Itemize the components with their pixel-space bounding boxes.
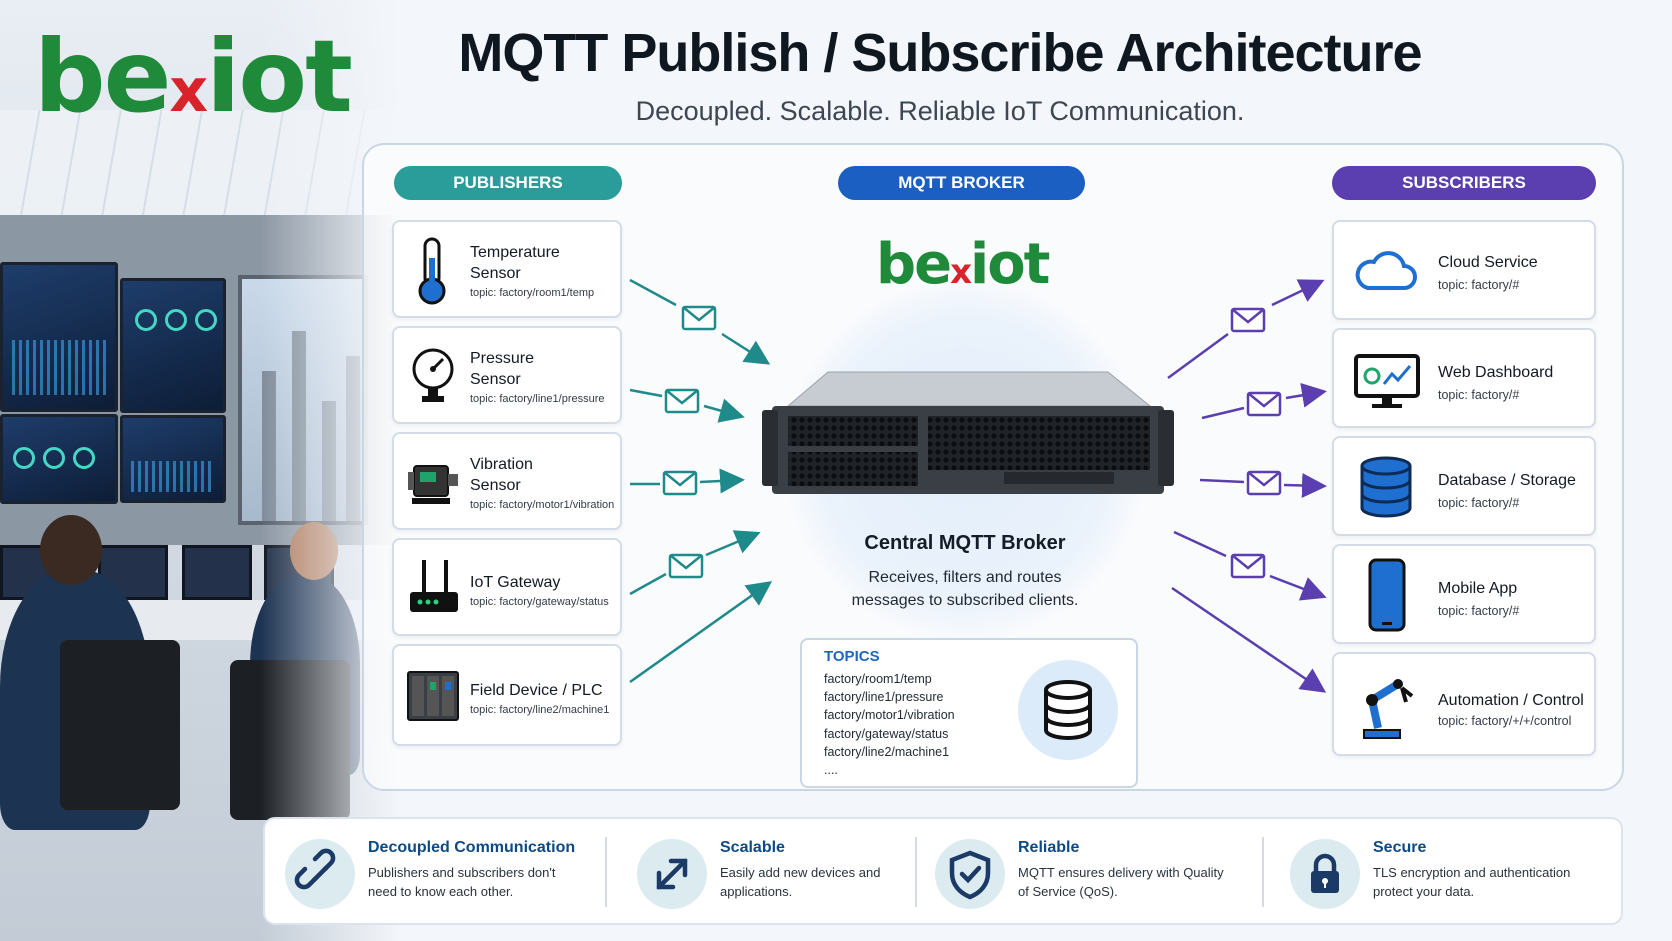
page-subtitle: Decoupled. Scalable. Reliable IoT Commun… xyxy=(635,96,1245,126)
phone-icon xyxy=(1368,558,1406,632)
topics-heading: TOPICS xyxy=(824,648,880,665)
control-room-illustration xyxy=(0,0,400,941)
topics-list: factory/room1/temp factory/line1/pressur… xyxy=(824,670,955,779)
divider xyxy=(1262,837,1264,907)
wall-screen xyxy=(120,415,226,503)
logo-text: b xyxy=(34,18,106,135)
topic-item: factory/line1/pressure xyxy=(824,690,944,705)
topic-item: factory/gateway/status xyxy=(824,726,949,741)
features-bar: Decoupled Communication Publishers and s… xyxy=(263,817,1623,925)
office-chair xyxy=(60,640,180,810)
thermometer-icon xyxy=(418,237,446,305)
topics-panel: TOPICS factory/room1/temp factory/line1/… xyxy=(800,638,1138,788)
feature-decoupled: Decoupled Communication Publishers and s… xyxy=(265,819,605,927)
subscriber-card-dashboard[interactable]: Web Dashboard topic: factory/# xyxy=(1332,328,1596,428)
lock-icon xyxy=(1311,853,1339,893)
monitor-icon xyxy=(1354,354,1420,408)
topic-item: factory/room1/temp xyxy=(824,672,932,686)
page-title: MQTT Publish / Subscribe Architecture xyxy=(458,23,1422,83)
topic-item: .... xyxy=(824,763,838,778)
shield-icon xyxy=(949,850,991,900)
wall-screen xyxy=(0,262,118,412)
subscribers-header: SUBSCRIBERS xyxy=(1332,166,1596,200)
divider xyxy=(605,837,607,907)
broker-bexiot-logo: bexiot xyxy=(876,232,1050,297)
bexiot-logo: bexiot xyxy=(34,18,353,135)
publisher-card-plc[interactable]: Field Device / PLC topic: factory/line2/… xyxy=(392,644,622,746)
server-rack-icon xyxy=(762,371,1174,494)
gauge-icon xyxy=(412,348,454,402)
robot-arm-icon xyxy=(1363,679,1414,739)
divider xyxy=(915,837,917,907)
operator-head xyxy=(40,515,102,585)
topics-database-icon xyxy=(1018,660,1118,760)
feature-reliable: Reliable MQTT ensures delivery with Qual… xyxy=(915,819,1255,927)
subscriber-card-mobile[interactable]: Mobile App topic: factory/# xyxy=(1332,544,1596,644)
link-icon xyxy=(294,848,336,890)
desk-monitor xyxy=(182,545,252,600)
wall-screen xyxy=(0,414,118,504)
broker-header: MQTT BROKER xyxy=(838,166,1085,200)
motor-icon xyxy=(408,465,458,504)
database-icon xyxy=(1360,456,1412,518)
plc-icon xyxy=(407,671,459,721)
expand-arrow-icon xyxy=(656,858,688,890)
publishers-header: PUBLISHERS xyxy=(394,166,622,200)
cloud-icon xyxy=(1355,251,1417,290)
router-icon xyxy=(410,560,458,612)
subscriber-card-database[interactable]: Database / Storage topic: factory/# xyxy=(1332,436,1596,536)
subscriber-card-automation[interactable]: Automation / Control topic: factory/+/+/… xyxy=(1332,652,1596,756)
publisher-card-gateway[interactable]: IoT Gateway topic: factory/gateway/statu… xyxy=(392,538,622,636)
subscriber-card-cloud[interactable]: Cloud Service topic: factory/# xyxy=(1332,220,1596,320)
wall-screen xyxy=(120,278,226,413)
broker-title: Central MQTT Broker xyxy=(864,532,1066,554)
topic-item: factory/motor1/vibration xyxy=(824,708,955,723)
feature-secure: Secure TLS encryption and authentication… xyxy=(1270,819,1610,927)
topic-item: factory/line2/machine1 xyxy=(824,744,950,759)
